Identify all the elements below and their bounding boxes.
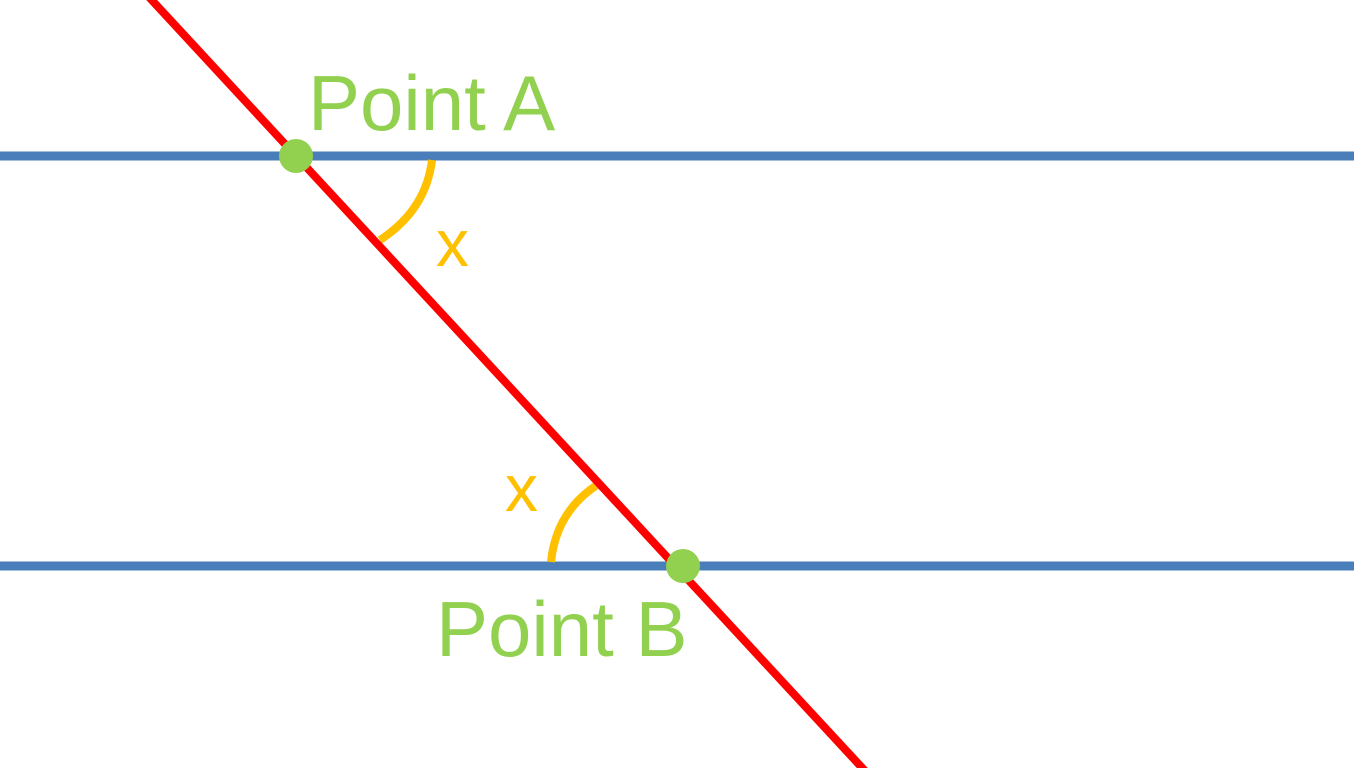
point-a-marker [279, 139, 313, 173]
transversal-line [146, 0, 868, 768]
lower-angle-arc [547, 481, 600, 563]
lower-angle-label: x [505, 451, 538, 525]
point-a-label: Point A [308, 59, 555, 147]
point-b-label: Point B [436, 585, 687, 673]
upper-angle-label: x [436, 206, 469, 280]
point-b-marker [666, 549, 700, 583]
upper-angle-arc [377, 159, 436, 244]
